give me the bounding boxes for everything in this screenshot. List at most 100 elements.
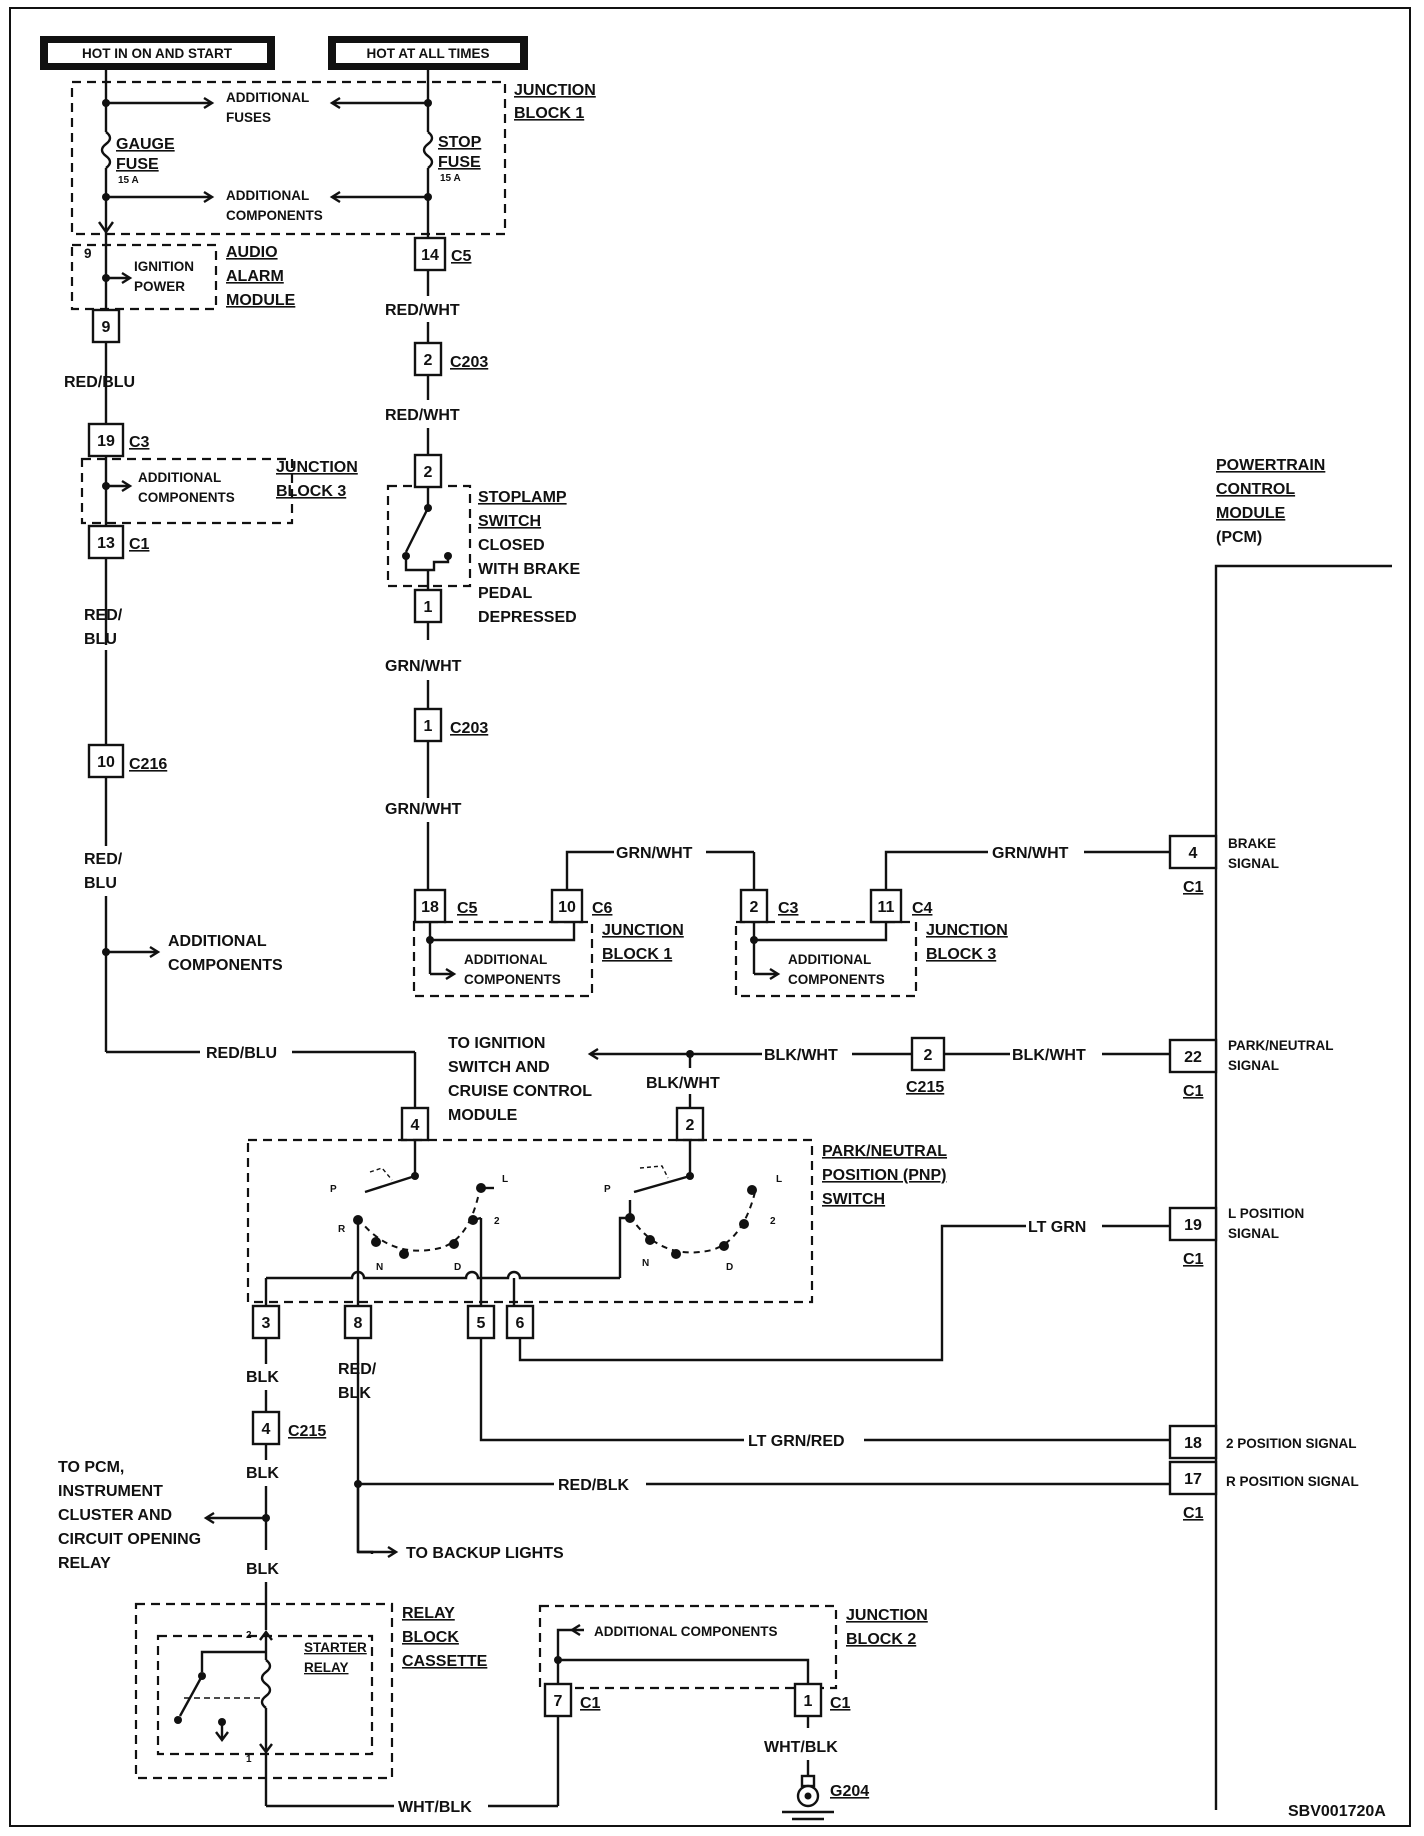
pin-number: 19 <box>1184 1217 1202 1234</box>
stop-fuse-rating: 15 A <box>440 173 461 184</box>
wire-color-label: RED/ <box>338 1361 377 1378</box>
pin-label: 2 <box>246 1630 252 1641</box>
pcm-pin-l-position <box>1168 1206 1218 1242</box>
wire-color-label: BLK/WHT <box>764 1047 838 1064</box>
destination-label: TO IGNITION <box>448 1035 545 1052</box>
wire-color-label: BLK <box>246 1465 279 1482</box>
connector-id: C1 <box>1183 1251 1204 1268</box>
pin-number: 8 <box>354 1315 363 1332</box>
figure-id: SBV001720A <box>1288 1803 1386 1820</box>
switch-description: PEDAL <box>478 585 532 602</box>
header-hot-at-all-times: HOT AT ALL TIMES <box>328 36 528 70</box>
ground-label: G204 <box>830 1783 869 1800</box>
additional-fuses-label: ADDITIONAL <box>226 90 309 105</box>
destination-label: TO BACKUP LIGHTS <box>406 1545 564 1562</box>
connector-id: C1 <box>580 1695 601 1712</box>
ignition-power-label: POWER <box>134 279 185 294</box>
junction-block-title: BLOCK 3 <box>926 946 996 963</box>
pin-number: 4 <box>1189 845 1198 862</box>
audio-alarm-module: 9 IGNITION POWER AUDIO ALARM MODULE 9 <box>70 232 296 420</box>
module-title: ALARM <box>226 268 284 285</box>
stoplamp-circuit: 14 C5 RED/WHT 2 C203 RED/WHT 2 1 STOPLAM… <box>385 236 581 895</box>
additional-components-label: COMPONENTS <box>226 208 323 223</box>
pcm-signal-label: SIGNAL <box>1228 1226 1279 1241</box>
destination-label: CIRCUIT OPENING <box>58 1531 201 1548</box>
connector-pin <box>413 236 447 272</box>
wire-color-label: RED/BLU <box>64 374 135 391</box>
wire-color-label: RED/WHT <box>385 407 460 424</box>
connector-id: C6 <box>592 900 613 917</box>
module-title: AUDIO <box>226 244 278 261</box>
connector-c216 <box>87 743 125 779</box>
connector-id: C3 <box>778 900 799 917</box>
connector-id: C3 <box>129 434 150 451</box>
pcm-signal-label: PARK/NEUTRAL <box>1228 1038 1334 1053</box>
pin-number: 2 <box>750 899 759 916</box>
destination-label: RELAY <box>58 1555 111 1572</box>
junction-block-1-top: ADDITIONAL FUSES ADDITIONAL COMPONENTS G… <box>70 70 596 240</box>
junction-block-title: JUNCTION <box>846 1607 928 1624</box>
gauge-fuse-label: FUSE <box>116 156 159 173</box>
pin-number: 6 <box>516 1315 525 1332</box>
header-text: HOT IN ON AND START <box>82 46 233 61</box>
additional-components-label: COMPONENTS <box>788 972 885 987</box>
connector-id: C215 <box>288 1423 326 1440</box>
wire-color-label: RED/BLK <box>558 1477 630 1494</box>
junction-block-title: JUNCTION <box>276 459 358 476</box>
junction-block-2: JUNCTION BLOCK 2 ADDITIONAL COMPONENTS 7… <box>538 1604 928 1780</box>
pin-number: 18 <box>1184 1435 1202 1452</box>
pin-number: 22 <box>1184 1049 1202 1066</box>
wire-color-label: RED/BLU <box>206 1045 277 1062</box>
pin-number: 11 <box>878 899 895 916</box>
position-label: D <box>454 1262 461 1273</box>
pcm-pin-r-position <box>1168 1460 1218 1496</box>
pin-number: 2 <box>424 464 433 481</box>
starter-relay-title: STARTER <box>304 1640 367 1655</box>
pin-number: 2 <box>924 1047 933 1064</box>
starter-circuit: BLK RED/ BLK 4 C215 BLK TO PCM, INSTRUME… <box>58 1338 564 1816</box>
starter-relay-title: RELAY <box>304 1660 349 1675</box>
destination-label: SWITCH AND <box>448 1059 550 1076</box>
additional-components-label: ADDITIONAL <box>464 952 547 967</box>
pin-number: 3 <box>262 1315 271 1332</box>
switch-description: CLOSED <box>478 537 545 554</box>
additional-components-label: ADDITIONAL <box>168 933 267 950</box>
pcm-title: POWERTRAIN <box>1216 457 1325 474</box>
connector-id: C1 <box>1183 1505 1204 1522</box>
additional-components-label: ADDITIONAL <box>788 952 871 967</box>
wire-color-label: GRN/WHT <box>616 845 693 862</box>
pin-number: 17 <box>1184 1471 1202 1488</box>
pin-number: 1 <box>424 718 433 735</box>
destination-label: TO PCM, <box>58 1459 124 1476</box>
junction-block-title: BLOCK 3 <box>276 483 346 500</box>
wire-color-label: RED/WHT <box>385 302 460 319</box>
pcm-signal-label: BRAKE <box>1228 836 1276 851</box>
wire-color-label: GRN/WHT <box>385 658 462 675</box>
junction-block-3-left: 19 C3 ADDITIONAL COMPONENTS JUNCTION BLO… <box>80 420 358 645</box>
pin-number: 2 <box>686 1117 695 1134</box>
switch-description: WITH BRAKE <box>478 561 581 578</box>
powertrain-control-module: POWERTRAIN CONTROL MODULE (PCM) 4 BRAKE … <box>1168 457 1392 1810</box>
connector-pin <box>413 341 443 377</box>
wire-color-label: BLK/WHT <box>646 1075 720 1092</box>
connector-pin <box>413 888 447 924</box>
header-hot-in-on-and-start: HOT IN ON AND START <box>40 36 275 70</box>
pin-label: 9 <box>84 246 92 261</box>
park-neutral-wiring: TO IGNITION SWITCH AND CRUISE CONTROL MO… <box>400 1035 1170 1142</box>
pcm-pin-park-neutral <box>1168 1038 1218 1074</box>
pin-number: 18 <box>421 899 439 916</box>
wire-color-label: GRN/WHT <box>385 801 462 818</box>
pcm-title: CONTROL <box>1216 481 1295 498</box>
pin-number: 1 <box>804 1693 813 1710</box>
switch-title: POSITION (PNP) <box>822 1167 946 1184</box>
wire-color-label: BLK <box>246 1369 279 1386</box>
switch-title: PARK/NEUTRAL <box>822 1143 947 1160</box>
destination-label: CRUISE CONTROL <box>448 1083 592 1100</box>
module-title: MODULE <box>226 292 296 309</box>
connector-pin <box>87 422 125 458</box>
pcm-title: MODULE <box>1216 505 1286 522</box>
junction-block-title: JUNCTION <box>602 922 684 939</box>
junction-block-title: BLOCK 1 <box>602 946 672 963</box>
connector-pin <box>413 453 443 489</box>
